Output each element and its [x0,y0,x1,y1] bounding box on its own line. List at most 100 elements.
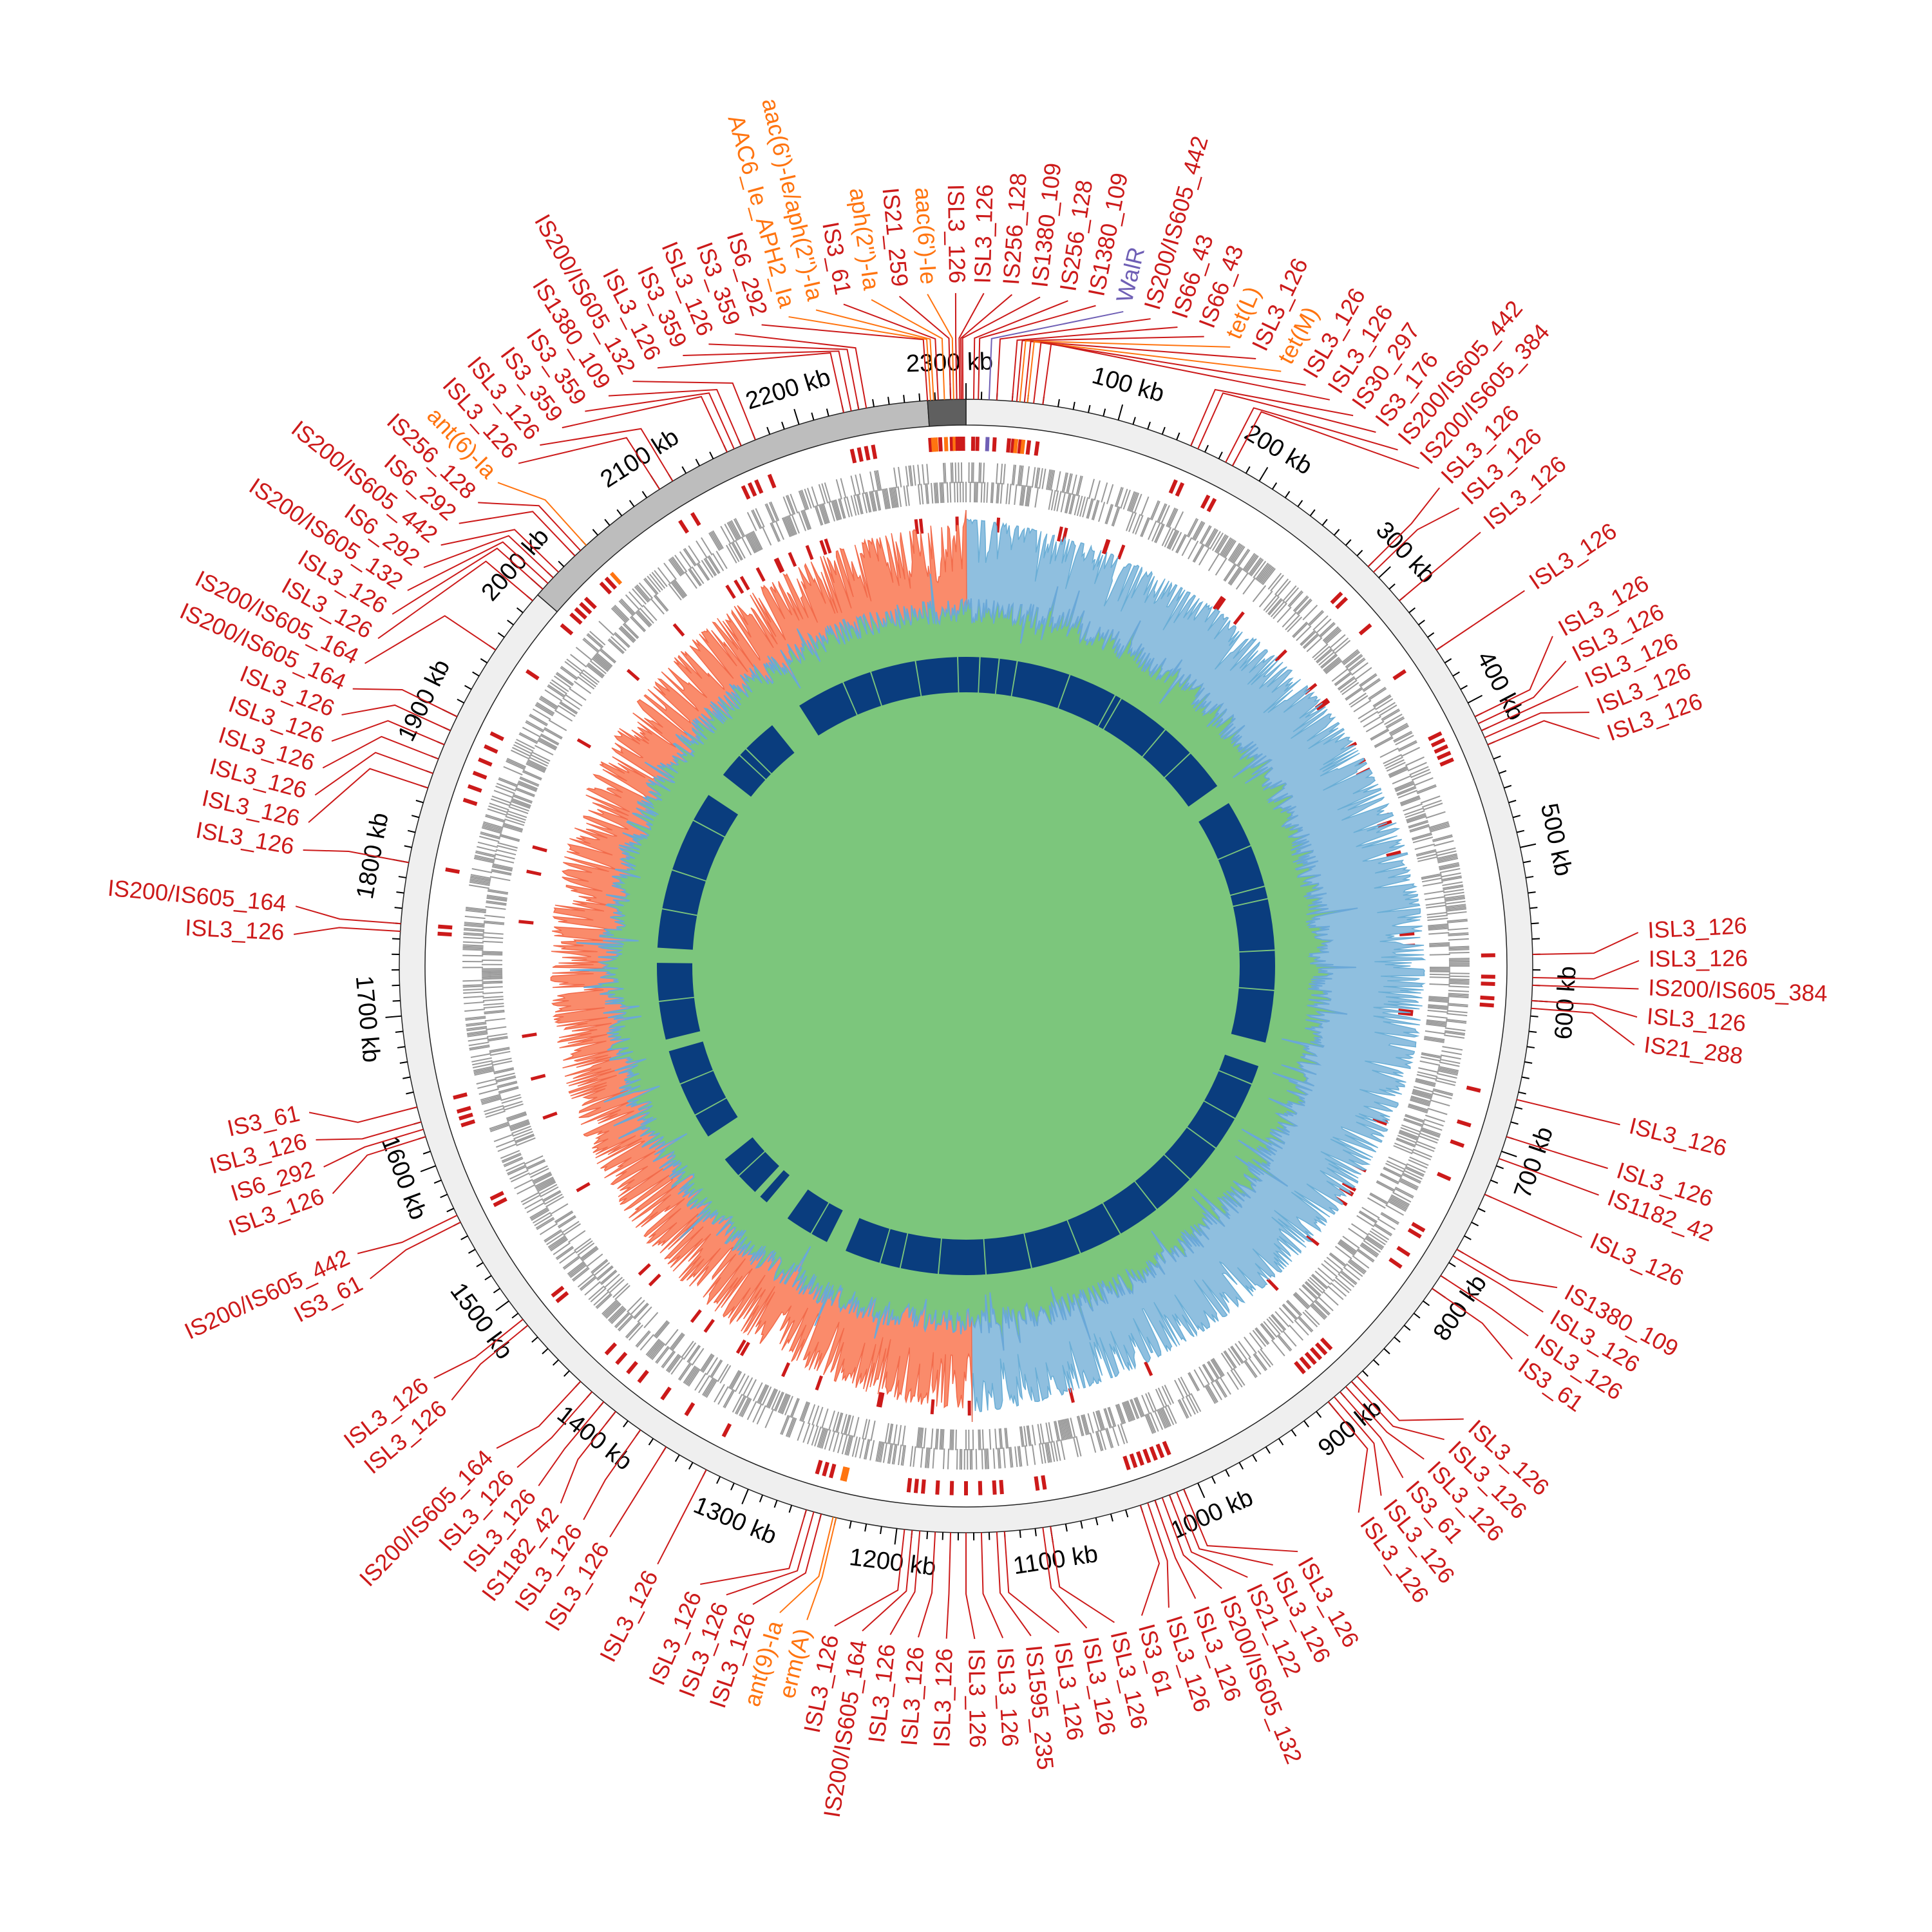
is-mark-inner [1386,850,1401,857]
scale-tick-label: 500 kb [1535,801,1577,878]
blast-hit-block [740,749,771,779]
feature-leader-line [1531,999,1638,1018]
feature-mark [1392,669,1406,681]
feature-leader-line [980,1532,1004,1638]
feature-leader-line [341,704,451,732]
feature-mark [829,1463,837,1479]
blast-hit-block [1164,1128,1216,1179]
is-mark-inner [788,552,797,567]
feature-leader-line [1484,1193,1582,1238]
feature-mark [459,1112,473,1121]
feature-leader-line [1452,1255,1544,1313]
feature-leader-line [898,296,952,400]
is-mark-inner [824,538,832,554]
feature-leader-line [540,428,674,482]
feature-leader-line [433,1318,524,1379]
blast-hit-block [746,725,795,773]
feature-mark [472,770,488,780]
feature-leader-line [377,560,533,639]
scale-tick-label: 200 kb [1240,419,1316,480]
feature-leader-line [1027,341,1282,403]
feature-mark [1013,439,1019,453]
feature-mark [840,1466,848,1481]
blast-hit-block [760,1170,790,1202]
is-mark-inner [815,1375,823,1391]
feature-label-is-element: ISL3_126 [594,1566,663,1666]
scale-tick-label: 1300 kb [690,1492,781,1550]
feature-mark [456,1106,471,1114]
is-mark-inner [703,1319,715,1333]
is-mark-inner [918,518,924,534]
feature-label-is-element: ISL3_126 [943,184,971,284]
feature-leader-line [1532,960,1640,980]
feature-label-is-element: IS200/IS605_164 [106,875,287,917]
feature-mark [1456,1119,1472,1128]
feature-label-is-element: IS21_288 [1643,1031,1745,1069]
feature-leader-line [352,688,458,717]
feature-mark [1396,1245,1411,1257]
feature-leader-line [779,1517,834,1613]
is-mark-inner [1144,1361,1153,1376]
feature-leader-line [927,294,954,400]
feature-leader-line [834,1529,905,1627]
is-mark-inner [1397,1011,1414,1016]
feature-leader-line [1225,407,1398,463]
blast-hit-block [739,1151,779,1192]
feature-leader-line [1435,590,1525,651]
blast-hit-block [1058,675,1115,726]
feature-leader-line [1011,326,1178,402]
feature-mark [560,623,574,636]
feature-leader-line [1516,1099,1620,1126]
feature-leader-line [958,292,985,400]
blast-hit-block [938,1238,986,1275]
feature-mark [1162,1441,1171,1456]
feature-leader-line [1432,1287,1513,1360]
scale-tick-label: 1600 kb [375,1132,431,1223]
feature-mark [493,1197,507,1208]
feature-mark [615,1352,628,1365]
is-mark-inner [648,1273,661,1287]
feature-label-is-element: ISL3_126 [184,914,285,945]
blast-hit-block [1231,988,1274,1043]
blast-hit-block [662,870,706,915]
feature-leader-line [965,1533,976,1640]
feature-leader-line [1340,1391,1404,1479]
feature-leader-line [945,1532,952,1639]
blast-hit-block [900,1233,942,1274]
feature-leader-line [988,310,1124,400]
feature-label-is-element: ISL3_126 [928,1648,957,1748]
feature-mark [842,1467,850,1482]
is-mark-inner [1305,1234,1320,1247]
feature-leader-line [1487,720,1600,746]
is-mark-inner [1372,1117,1388,1126]
feature-leader-line [708,343,860,410]
is-mark-inner [1117,544,1126,560]
feature-leader-line [1231,411,1419,469]
is-mark-inner [755,567,766,582]
feature-mark [1294,1361,1306,1374]
feature-mark [484,744,498,754]
feature-label-is-element: IS256_128 [998,172,1032,286]
feature-leader-line [518,437,661,490]
feature-leader-line [1531,1007,1635,1046]
blast-hit-block [1103,1182,1157,1234]
feature-leader-line [683,350,852,412]
feature-mark [1206,498,1217,513]
scale-tick-label: 2200 kb [743,364,834,415]
blast-hit-block [672,820,724,881]
feature-leader-line [423,535,554,578]
blast-hit-block [659,998,701,1040]
scale-tick-label: 100 kb [1089,362,1167,408]
feature-leader-line [1356,1376,1464,1421]
feature-leader-line [294,927,401,935]
feature-mark [1428,731,1443,741]
feature-leader-line [323,1128,424,1168]
is-mark-inner [690,1309,702,1323]
feature-mark [467,784,482,793]
blast-hit-block [787,1189,829,1233]
feature-mark [604,1342,618,1356]
feature-mark [1168,479,1178,494]
feature-mark [1411,1222,1426,1233]
gene-track [462,462,1470,1470]
feature-mark [1479,1002,1494,1008]
